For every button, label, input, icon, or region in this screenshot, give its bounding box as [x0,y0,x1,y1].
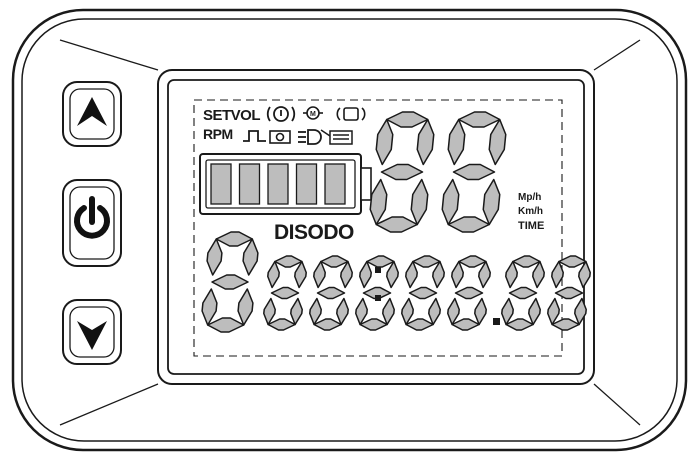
lcd-segment [201,288,218,326]
lcd-segment [362,286,392,300]
lcd-segment [441,178,460,226]
setvol-label: SETVOL [203,107,261,124]
lcd-segment [488,118,507,166]
odometer-digit [201,231,259,333]
battery-bars [210,163,346,205]
lcd-segment [206,317,245,333]
lcd-segment [405,260,418,289]
disodo-label: DISODO [274,221,354,244]
mph-unit-label: Mp/h [518,192,542,203]
speed-digit [441,111,507,233]
lcd-segment [313,318,342,331]
lcd-segment [408,286,438,300]
headlight-icon [298,129,322,145]
chevron-down-icon [77,321,107,350]
lcd-segment [452,163,496,181]
lcd-segment [578,260,591,289]
cruise-icon [269,130,291,144]
battery-bar [295,163,318,205]
lcd-segment [547,297,560,326]
lcd-segment [242,238,259,276]
lcd-segment [355,297,368,326]
lcd-segment [380,163,424,181]
svg-text:M: M [310,111,316,118]
pulse-icon [243,130,266,142]
lcd-segment [359,260,372,289]
battery-bar [210,163,232,205]
power-button[interactable] [62,179,122,267]
down-button[interactable] [62,299,122,365]
lcd-segment [532,260,545,289]
kmh-unit-label: Km/h [518,206,543,217]
lcd-segment [386,260,399,289]
odometer-digit [547,255,591,331]
odometer-digit [501,255,545,331]
lcd-segment [451,260,464,289]
lcd-segment [401,297,414,326]
lcd-segment [451,318,480,331]
inner-housing [21,18,678,442]
battery-gauge [199,153,372,215]
lcd-segment [416,118,435,166]
lcd-segment [340,260,353,289]
power-icon [74,196,110,239]
lcd-segment [313,260,326,289]
lcd-segment [551,260,564,289]
lcd-segment [359,318,388,331]
warning-icon [266,106,296,122]
lcd-segment [505,260,518,289]
speed-readout [369,111,507,233]
lcd-segment [375,216,418,233]
lcd-segment [206,238,223,276]
odometer-digit [263,255,307,331]
rpm-label: RPM [203,126,233,142]
lcd-segment [270,286,300,300]
battery-bar [324,163,346,205]
chevron-up-icon [77,97,107,126]
lcd-segment [447,216,490,233]
lcd-segment [505,318,534,331]
lcd-segment [369,178,388,226]
motor-icon: M [303,106,323,120]
lcd-segment [375,118,394,166]
lcd-segment [309,297,322,326]
odometer-digit [355,255,399,331]
lcd-segment [263,297,276,326]
lcd-segment [267,260,280,289]
lcd-active-area [193,99,563,357]
odometer-digit [309,255,353,331]
up-button[interactable] [62,81,122,147]
odometer-separators [375,267,500,325]
time-unit-label: TIME [518,220,545,232]
lcd-segment [447,118,466,166]
lcd-segment [554,286,584,300]
battery-bar [238,163,261,205]
lcd-segment [454,286,484,300]
lcd-segment [405,318,434,331]
lcd-segment [211,274,249,290]
odometer-digit [401,255,445,331]
brake-icon [336,107,366,121]
lcd-segment [432,260,445,289]
lcd-segment [478,260,491,289]
battery-warning-icon [320,129,353,145]
lcd-segment [294,260,307,289]
lcd-segment [267,318,296,331]
bevel-lines [59,39,641,426]
lcd-segment [316,286,346,300]
odometer-digit [447,255,491,331]
speed-digit [369,111,435,233]
lcd-segment [508,286,538,300]
lcd-segment [501,297,514,326]
lcd-segment [551,318,580,331]
lcd-segment [447,297,460,326]
odometer-readout [201,231,591,333]
battery-bar [267,163,289,205]
